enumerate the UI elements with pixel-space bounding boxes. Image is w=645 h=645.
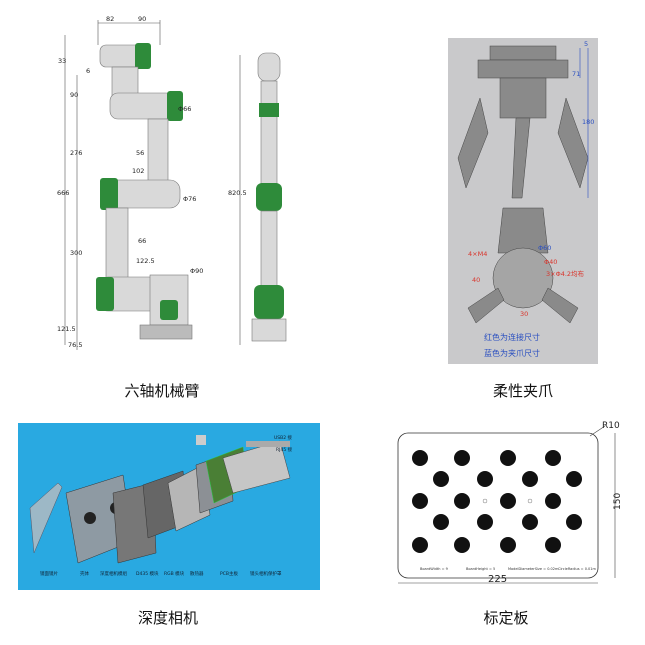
dim-122-5: 122.5: [136, 257, 155, 265]
dim-90-top: 90: [138, 15, 146, 23]
dim-276: 276: [70, 149, 82, 157]
grip-m4: 4×M4: [468, 250, 487, 258]
cam-label-heatsink: 散热器: [190, 570, 204, 577]
caption-robot-arm: 六轴机械臂: [124, 382, 200, 400]
gripper-top-view: [457, 45, 589, 199]
board-note-diameter: ModelDiameterSize = 0.02m: [508, 567, 559, 571]
depth-camera-exploded: USB2 接 RJ45 接 镜面镜片 壳体 深度相机模组 D435 模块 RGB…: [18, 423, 320, 590]
grip-holes: 3×Φ4.2均布: [546, 269, 585, 278]
dim-666: 666: [57, 189, 69, 197]
dim-66: 66: [138, 237, 146, 245]
dim-90: 90: [70, 91, 78, 99]
caption-gripper: 柔性夹爪: [492, 382, 553, 400]
cam-top-label-rj45: RJ45 接: [276, 446, 293, 453]
grip-note-blue: 蓝色为夹爪尺寸: [484, 348, 540, 358]
gripper-drawing: 5 71 180 Φ60 Φ40 4×M4 3×Φ4.2均布 40 30 红色为…: [448, 38, 598, 364]
dim-82: 82: [106, 15, 114, 23]
arm-side-view: [96, 43, 193, 340]
board-height-label: 150: [613, 493, 623, 510]
board-note-radius: CircleRadius = 0.01m: [558, 567, 597, 571]
board-note-width: BoardWidth = 9: [420, 567, 448, 571]
cam-label-module: 深度相机模组: [100, 570, 127, 577]
grip-dim-5: 5: [584, 40, 588, 48]
grip-dim-180: 180: [582, 118, 594, 126]
cam-label-rgb: RGB 模块: [164, 570, 185, 577]
caption-depth-camera: 深度相机: [137, 609, 198, 627]
cam-label-lens: 镜面镜片: [40, 570, 58, 577]
cam-top-label-usb: USB2 接: [274, 434, 293, 441]
dim-phi66: Φ66: [178, 105, 191, 113]
dim-6: 6: [86, 67, 90, 75]
camera-parts: [29, 435, 291, 564]
cam-label-d435: D435 模块: [136, 570, 159, 577]
grip-dim-30: 30: [520, 310, 528, 318]
grip-phi60: Φ60: [538, 244, 551, 252]
cam-label-cover: 镜头相机保护罩: [250, 570, 282, 577]
circle-grid: [412, 450, 582, 553]
dim-phi76: Φ76: [183, 195, 196, 203]
dim-76-5: 76.5: [68, 341, 82, 349]
board-width-label: 225: [488, 574, 507, 585]
cam-label-pcb: PCB主板: [220, 570, 238, 577]
board-radius-label: R10: [602, 421, 620, 431]
arm-front-view: [239, 52, 287, 345]
board-note-height: BoardHeight = 5: [466, 567, 495, 571]
grip-note-red: 红色为连接尺寸: [484, 332, 540, 342]
grip-dim-40: 40: [472, 276, 480, 284]
dim-820-5: 820.5: [228, 189, 247, 197]
dim-56: 56: [136, 149, 144, 157]
cam-label-shell: 壳体: [80, 570, 89, 577]
gripper-bottom-view: [467, 207, 579, 324]
dim-121-5: 121.5: [57, 325, 76, 333]
grip-dim-71: 71: [572, 70, 580, 78]
dim-102: 102: [132, 167, 144, 175]
robot-arm-drawing: 82 90 33 6 90 Φ66 276 56 102 666 Φ76 300…: [57, 15, 287, 350]
calibration-board-drawing: BoardWidth = 9 BoardHeight = 5 ModelDiam…: [397, 421, 623, 585]
dim-phi90: Φ90: [190, 267, 203, 275]
dim-300: 300: [70, 249, 82, 257]
dim-33: 33: [58, 57, 66, 65]
caption-calibration-board: 标定板: [483, 609, 529, 627]
grip-phi40: Φ40: [544, 258, 557, 266]
